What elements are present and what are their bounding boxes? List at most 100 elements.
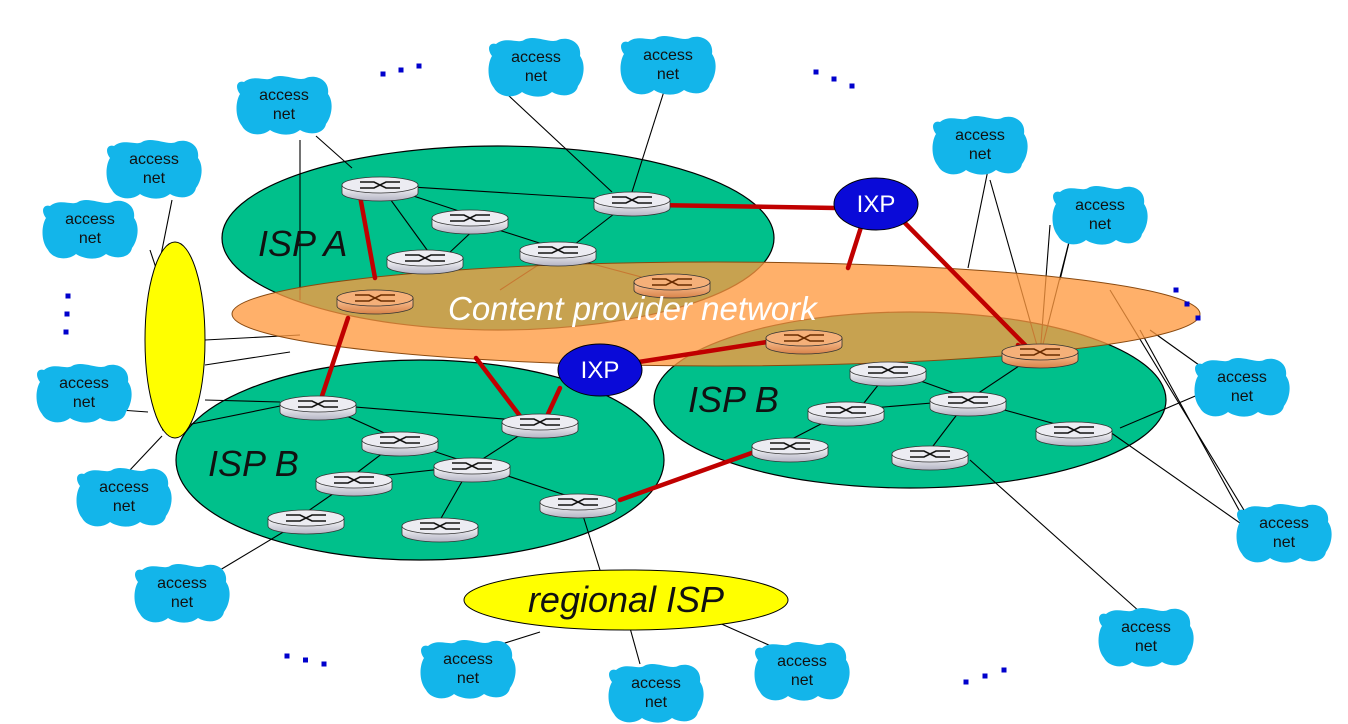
router-arrows xyxy=(652,278,692,286)
router-icon-6 xyxy=(633,273,711,299)
ellipsis-dots-5: ... xyxy=(284,653,327,667)
access-net-cloud-5: access net xyxy=(42,200,138,259)
router-icon-12 xyxy=(315,471,393,497)
router-arrows xyxy=(1054,426,1094,434)
ellipsis-dot xyxy=(849,83,855,89)
content-provider-region xyxy=(231,261,1201,367)
peering-link-4 xyxy=(901,219,1033,353)
access-net-shape xyxy=(106,140,202,199)
peering-link-7 xyxy=(473,355,523,419)
router-arrows xyxy=(355,294,395,302)
access-net-label: access xyxy=(777,653,827,670)
router-icon-3 xyxy=(431,209,509,235)
link-1 xyxy=(315,135,353,169)
access-net-label: net xyxy=(969,146,992,163)
content-provider-label: Content provider network xyxy=(448,290,818,327)
access-net-shape xyxy=(1236,504,1332,563)
peering-link-9 xyxy=(617,447,763,503)
access-net-shape xyxy=(76,468,172,527)
access-net-shape xyxy=(236,76,332,135)
link-14 xyxy=(379,184,621,201)
router-arrows xyxy=(452,462,492,470)
peering-link-2 xyxy=(649,202,839,211)
link-43 xyxy=(1109,431,1251,531)
ellipsis-dot xyxy=(1195,315,1201,321)
router-arrows xyxy=(948,396,988,404)
peering-link-5 xyxy=(319,315,351,399)
router-icon-4 xyxy=(519,241,597,267)
ellipsis-dot xyxy=(65,293,71,299)
ixp-label: IXP xyxy=(857,191,896,218)
access-net-label: access xyxy=(1121,619,1171,636)
access-net-label: net xyxy=(657,66,680,83)
link-9 xyxy=(204,399,281,403)
access-net-cloud-10: access net xyxy=(76,468,172,527)
ellipsis-dots-6: ... xyxy=(963,667,1007,685)
link-3 xyxy=(507,94,613,193)
access-net-label: access xyxy=(1259,515,1309,532)
isp-a-label: ISP A xyxy=(258,223,347,264)
access-net-label: net xyxy=(791,672,814,689)
router-icon-14 xyxy=(267,509,345,535)
access-net-label: net xyxy=(113,498,136,515)
link-51 xyxy=(629,627,641,665)
regional-isp xyxy=(463,569,789,631)
access-net-shape xyxy=(1052,186,1148,245)
isp-b-right-label: ISP B xyxy=(688,379,779,420)
router-arrows xyxy=(520,418,560,426)
access-net-label: net xyxy=(645,694,668,711)
router-icon-23 xyxy=(891,445,969,471)
access-net-label: access xyxy=(99,479,149,496)
access-net-label: net xyxy=(1231,388,1254,405)
router-arrows xyxy=(420,522,460,530)
router-arrows xyxy=(450,214,490,222)
router-arrows xyxy=(784,334,824,342)
ellipsis-dot xyxy=(831,76,837,82)
access-net-label: net xyxy=(143,170,166,187)
access-net-label: net xyxy=(1273,534,1296,551)
router-icon-9 xyxy=(501,413,579,439)
router-arrows xyxy=(298,400,338,408)
ixp-node-2 xyxy=(557,343,643,397)
ixp-label: IXP xyxy=(581,357,620,384)
access-net-label: access xyxy=(443,651,493,668)
router-arrows xyxy=(868,366,908,374)
ellipsis-dot xyxy=(303,657,308,663)
access-net-shape xyxy=(488,38,584,97)
access-net-label: net xyxy=(525,68,548,85)
link-8 xyxy=(204,351,291,366)
access-net-shape xyxy=(1194,358,1290,417)
ellipsis-dot xyxy=(1184,301,1190,307)
ellipsis-dot xyxy=(1173,287,1179,293)
access-net-shape xyxy=(1098,608,1194,667)
access-net-label: access xyxy=(643,47,693,64)
ellipsis-dot xyxy=(416,63,422,69)
router-icon-5 xyxy=(386,249,464,275)
router-arrows xyxy=(380,436,420,444)
router-icon-15 xyxy=(401,517,479,543)
access-net-label: access xyxy=(129,151,179,168)
access-net-label: net xyxy=(1089,216,1112,233)
access-net-cloud-4: access net xyxy=(106,140,202,199)
ellipsis-dot xyxy=(813,69,819,75)
access-net-shape xyxy=(420,640,516,699)
router-icon-21 xyxy=(751,437,829,463)
link-42 xyxy=(1119,393,1201,429)
ellipsis-dots-2: ... xyxy=(813,69,855,89)
access-net-shape xyxy=(608,664,704,723)
ellipsis-dot xyxy=(1001,667,1007,673)
router-icon-8 xyxy=(279,395,357,421)
ellipsis-dot xyxy=(380,71,386,77)
access-net-label: net xyxy=(79,230,102,247)
router-icon-1 xyxy=(341,176,419,202)
access-net-label: access xyxy=(65,211,115,228)
link-5 xyxy=(159,199,173,261)
ellipsis-dots-4: ... xyxy=(1173,287,1201,321)
access-net-label: net xyxy=(1135,638,1158,655)
router-icon-18 xyxy=(849,361,927,387)
